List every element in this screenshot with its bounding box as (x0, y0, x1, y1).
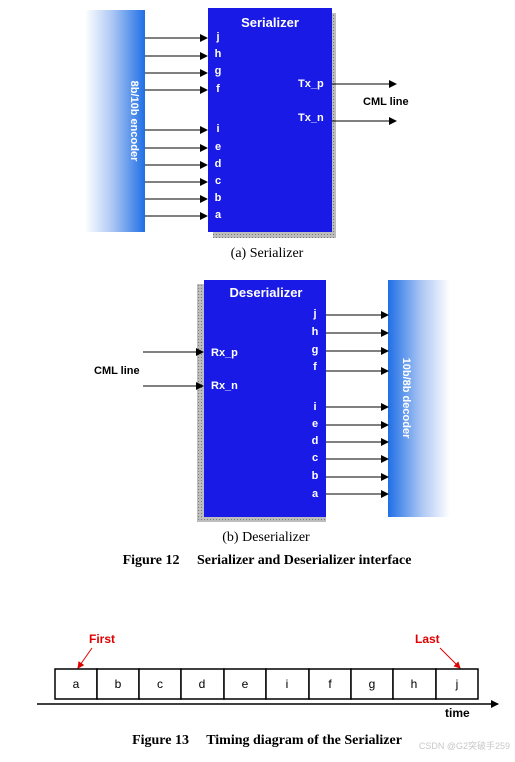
serializer-input-labels: j h g f i e d c b a (215, 31, 222, 221)
figure-12-caption: Figure 12 Serializer and Deserializer in… (123, 553, 412, 568)
first-pointer-arrow (77, 647, 93, 669)
timing-cell-label: j (455, 677, 459, 691)
serializer-input-label: c (215, 175, 221, 187)
timing-cells (54, 668, 479, 700)
serializer-input-label: i (216, 123, 219, 135)
serializer-input-label: h (215, 48, 222, 60)
timing-cell-label: h (411, 677, 418, 691)
deserializer-output-label: a (312, 488, 319, 500)
watermark: CSDN @G2突破手259 (419, 740, 510, 751)
deserializer-block (204, 280, 326, 517)
serializer-diagram: 8b/10b encoder Serializer j h g f i e d … (85, 8, 409, 261)
figure-13-caption: Figure 13 Timing diagram of the Serializ… (132, 733, 402, 748)
rx-p-label: Rx_p (211, 347, 238, 359)
serializer-cml-label: CML line (363, 96, 409, 108)
timing-cell-label: a (73, 677, 80, 691)
deserializer-caption: (b) Deserializer (222, 530, 310, 545)
last-pointer-arrow (439, 647, 461, 669)
serializer-input-label: e (215, 141, 221, 153)
deserializer-output-label: h (312, 326, 319, 338)
timing-cell-label: d (199, 677, 206, 691)
rx-n-label: Rx_n (211, 380, 238, 392)
timing-cell (435, 668, 479, 700)
deserializer-output-label: c (312, 452, 318, 464)
timing-cell-label: g (369, 677, 376, 691)
serializer-block (208, 8, 332, 232)
timing-cell-labels: a b c d e i f g h j (73, 677, 459, 691)
serializer-caption: (a) Serializer (231, 246, 304, 261)
timing-cell (180, 668, 225, 700)
deserializer-output-labels: j h g f i e d c b a (312, 308, 319, 500)
decoder-label: 10b/8b decoder (400, 358, 412, 439)
deserializer-output-label: j (312, 308, 316, 320)
time-axis-label: time (445, 706, 470, 720)
tx-p-label: Tx_p (298, 78, 324, 90)
timing-cell (223, 668, 267, 700)
serializer-input-label: a (215, 209, 222, 221)
deserializer-output-label: i (313, 401, 316, 413)
deserializer-output-label: g (312, 344, 319, 356)
timing-cell-label: c (157, 677, 163, 691)
encoder-label: 8b/10b encoder (128, 81, 140, 162)
deserializer-diagram: Deserializer 10b/8b decoder Rx_p Rx_n CM… (94, 280, 450, 545)
serializer-input-label: b (215, 192, 222, 204)
timing-cell-label: e (242, 677, 249, 691)
deserializer-output-label: d (312, 435, 319, 447)
encoder-block (85, 10, 145, 232)
deserializer-cml-label: CML line (94, 365, 140, 377)
timing-cell (265, 668, 310, 700)
first-label: First (89, 632, 115, 646)
timing-cell (138, 668, 182, 700)
timing-diagram: First Last a b c d e i f g h j (37, 632, 499, 720)
serializer-input-label: g (215, 65, 222, 77)
deserializer-output-label: b (312, 470, 319, 482)
timing-cell-label: i (286, 677, 289, 691)
decoder-block (388, 280, 450, 517)
deserializer-output-label: e (312, 418, 318, 430)
last-label: Last (415, 632, 440, 646)
timing-cell-label: f (328, 677, 332, 691)
tx-n-label: Tx_n (298, 112, 324, 124)
serializer-input-label: f (216, 83, 220, 95)
deserializer-output-arrows (326, 311, 389, 498)
serializer-input-label: j (215, 31, 219, 43)
serializer-title: Serializer (241, 15, 299, 30)
timing-cell (392, 668, 437, 700)
deserializer-output-label: f (313, 361, 317, 373)
timing-cell (308, 668, 352, 700)
timing-cell (54, 668, 98, 700)
serializer-input-label: d (215, 158, 222, 170)
timing-cell (350, 668, 394, 700)
timing-cell-label: b (115, 677, 122, 691)
serializer-input-arrows (145, 34, 208, 220)
deserializer-title: Deserializer (230, 285, 303, 300)
